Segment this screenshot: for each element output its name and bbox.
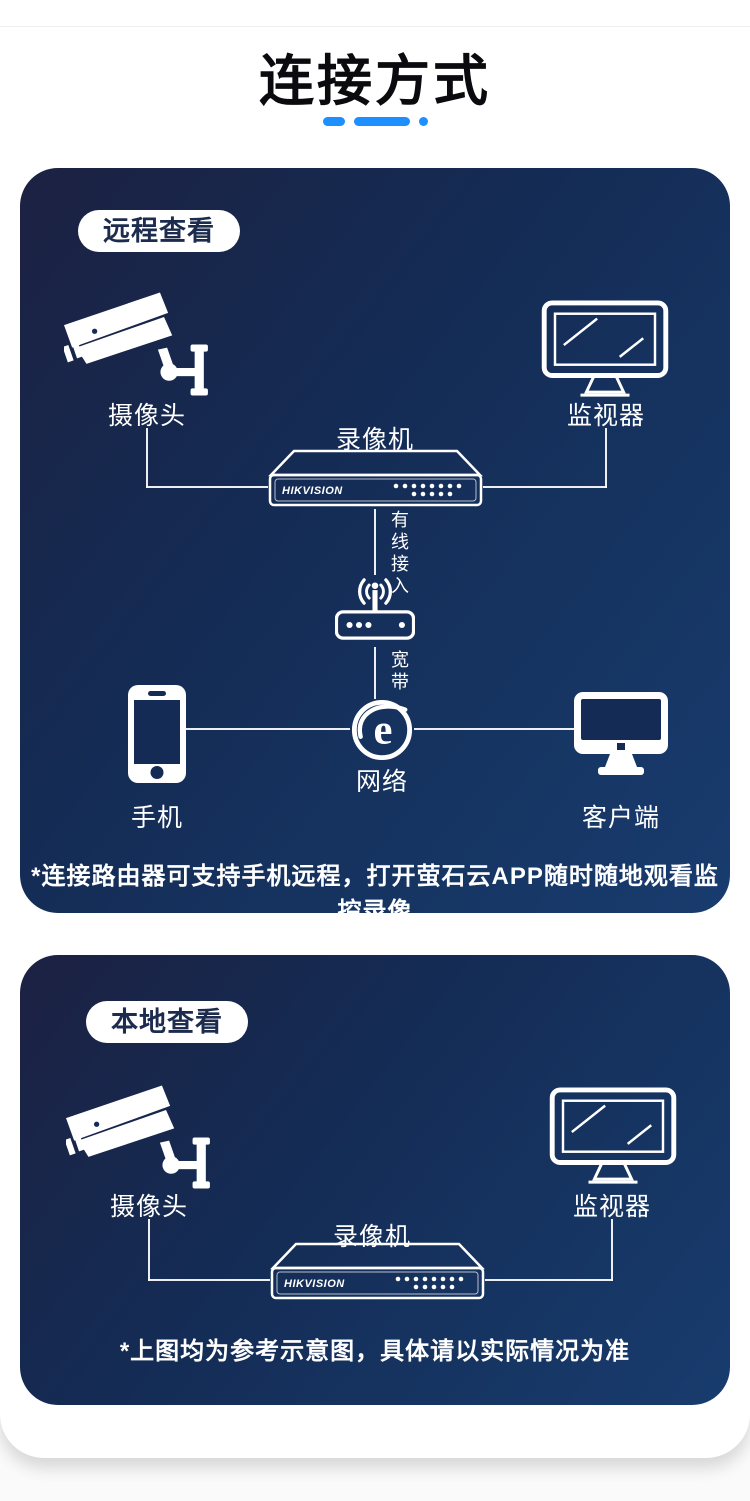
- cctv-camera-icon: [66, 1083, 214, 1191]
- connector-line: [186, 728, 350, 730]
- cctv-camera-icon: [64, 290, 212, 398]
- deco-dash-long: [353, 117, 410, 126]
- dvr-recorder-icon: HIKVISION: [268, 449, 483, 507]
- client-label: 客户端: [581, 804, 660, 832]
- top-divider: [0, 26, 750, 27]
- svg-text:e: e: [374, 707, 393, 754]
- connector-line: [605, 428, 607, 488]
- monitor-label: 监视器: [566, 402, 645, 430]
- local-view-panel: 本地查看 摄像头 监视器 录像机: [20, 955, 730, 1405]
- monitor-icon: [540, 300, 670, 400]
- router-icon: [335, 573, 415, 645]
- recorder-label: 录像机: [335, 426, 414, 454]
- local-note: *上图均为参考示意图，具体请以实际情况为准: [119, 1338, 631, 1365]
- phone-label: 手机: [130, 804, 183, 832]
- connector-line: [485, 1279, 613, 1281]
- deco-dash-short: [322, 117, 345, 126]
- broadband-label: 宽带: [389, 650, 409, 694]
- connector-line: [483, 486, 607, 488]
- monitor-icon: [548, 1087, 678, 1187]
- desktop-client-icon: [574, 692, 668, 780]
- connector-line: [414, 728, 575, 730]
- connector-line: [146, 486, 268, 488]
- title-decoration: [0, 117, 750, 126]
- connector-line: [148, 1219, 150, 1281]
- camera-label: 摄像头: [109, 1193, 188, 1221]
- monitor-label: 监视器: [572, 1193, 651, 1221]
- recorder-label: 录像机: [332, 1223, 411, 1251]
- dvr-recorder-icon: HIKVISION: [270, 1242, 485, 1300]
- smartphone-icon: [128, 685, 186, 783]
- page-title: 连接方式: [258, 50, 491, 112]
- connector-line: [374, 647, 376, 699]
- connector-line: [146, 428, 148, 488]
- connector-line: [374, 509, 376, 575]
- recorder-brand-text: HIKVISION: [282, 485, 343, 497]
- remote-view-badge: 远程查看: [78, 210, 240, 252]
- connector-line: [611, 1219, 613, 1281]
- connector-line: [148, 1279, 270, 1281]
- deco-dot: [418, 117, 428, 126]
- remote-note: *连接路由器可支持手机远程，打开萤石云APP随时随地观看监控录像: [31, 863, 719, 913]
- remote-view-panel: 远程查看 摄像头 监视器 录像机: [20, 168, 730, 913]
- camera-label: 摄像头: [107, 402, 186, 430]
- local-view-badge: 本地查看: [86, 1001, 248, 1043]
- internet-browser-icon: e: [350, 698, 414, 762]
- network-label: 网络: [355, 768, 408, 796]
- recorder-brand-text: HIKVISION: [284, 1278, 345, 1290]
- wired-access-label: 有线接入: [389, 510, 409, 598]
